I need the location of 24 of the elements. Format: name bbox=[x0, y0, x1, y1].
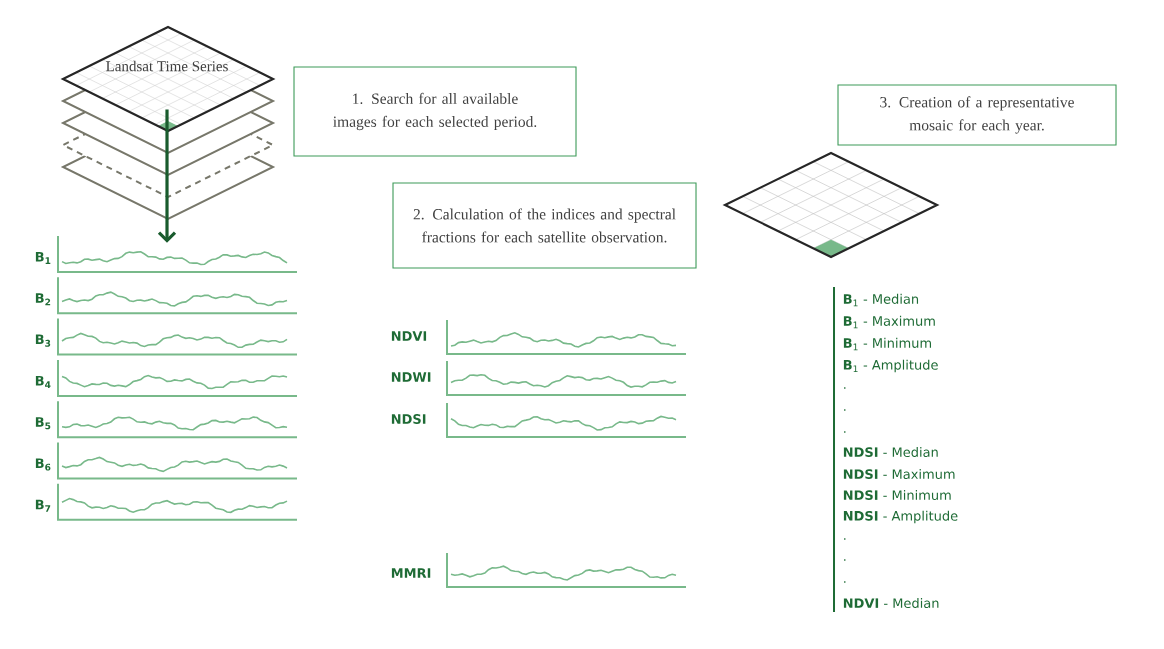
index-label: NDWI bbox=[391, 372, 431, 382]
statistic-label: . bbox=[844, 559, 846, 561]
index-label: NDSI bbox=[391, 414, 426, 424]
statistic-label: B$_{1}$ - Median bbox=[843, 293, 919, 307]
step-box: 3. Creation of a representative mosaic for each year. bbox=[837, 84, 1117, 146]
statistic-label: . bbox=[844, 409, 846, 411]
step-box: 2. Calculation of the indices and spectral fractions for each satellite observation. bbox=[392, 182, 697, 269]
stack-title: Landsat Time Series bbox=[106, 60, 228, 72]
statistic-label: NDSI - Median bbox=[843, 446, 938, 458]
statistic-label: B$_{1}$ - Amplitude bbox=[843, 359, 938, 373]
statistic-label: NDSI - Maximum bbox=[843, 468, 955, 480]
index-label: NDVI bbox=[391, 331, 427, 341]
step-box: 1. Search for all available images for each selected period. bbox=[293, 66, 577, 157]
statistic-label: NDSI - Minimum bbox=[843, 489, 951, 501]
statistic-label: NDSI - Amplitude bbox=[843, 510, 958, 524]
statistic-label: B$_{1}$ - Maximum bbox=[843, 315, 935, 329]
statistic-label: . bbox=[844, 538, 846, 540]
statistic-label: . bbox=[844, 581, 846, 583]
statistic-label: B$_{1}$ - Minimum bbox=[843, 337, 931, 351]
arrow bbox=[157, 109, 177, 243]
index-label: MMRI bbox=[391, 568, 431, 578]
statistic-label: . bbox=[844, 387, 846, 389]
statistic-label: NDVI - Median bbox=[843, 597, 939, 609]
statistic-label: . bbox=[844, 431, 846, 433]
